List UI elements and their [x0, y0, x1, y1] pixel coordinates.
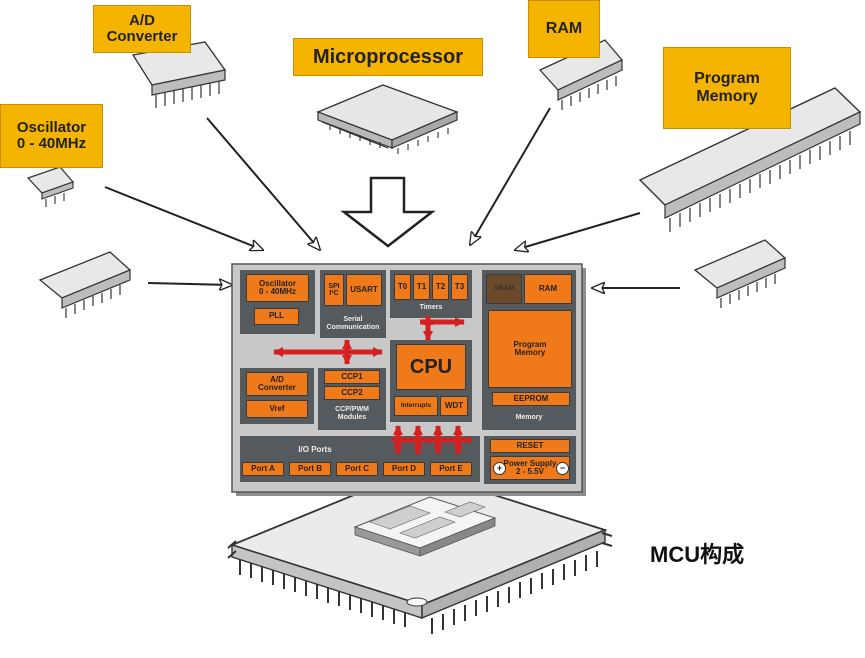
block-t1: T1: [413, 274, 430, 300]
left-dip-chip: [38, 251, 132, 318]
oscillator-chip: [26, 166, 75, 207]
label-ad-converter: A/D Converter: [93, 5, 191, 53]
block-pll: PLL: [254, 308, 299, 325]
block-eeprom: EEPROM: [492, 392, 570, 406]
bus-arrows: [273, 315, 472, 455]
block-reset: RESET: [490, 439, 570, 453]
block-port-c: Port C: [336, 462, 378, 476]
minus-icon: −: [556, 462, 569, 475]
caption-timers: Timers: [419, 304, 443, 311]
caption-ccp: CCP/PWM Modules: [335, 406, 369, 421]
label-ram: RAM: [528, 0, 600, 58]
block-vref: Vref: [246, 400, 308, 418]
block-port-d: Port D: [383, 462, 425, 476]
caption-io-ports: I/O Ports: [298, 445, 332, 454]
mcu-package-chip: [227, 469, 613, 634]
block-program-memory: Program Memory: [488, 310, 572, 388]
block-interrupts: Interrupts: [394, 396, 438, 416]
block-ad-converter: A/D Converter: [246, 372, 308, 396]
caption-serial: Serial Communication: [326, 316, 380, 331]
block-port-a: Port A: [242, 462, 284, 476]
block-sram: SRAM: [486, 274, 522, 304]
block-t3: T3: [451, 274, 468, 300]
block-ram: RAM: [524, 274, 572, 304]
power-supply-text: Power Supply 2 - 5.5V: [503, 458, 557, 476]
plus-icon: +: [493, 462, 506, 475]
block-t2: T2: [432, 274, 449, 300]
block-cpu: CPU: [396, 344, 466, 390]
right-dip-chip: [693, 239, 787, 308]
label-program-memory: Program Memory: [663, 47, 791, 129]
arrow-left-chip: [147, 283, 232, 285]
label-microprocessor: Microprocessor: [293, 38, 483, 76]
program-memory-chip: [638, 87, 862, 232]
block-ccp2: CCP2: [324, 386, 380, 400]
block-wdt: WDT: [440, 396, 468, 416]
arrow-program-memory: [515, 212, 641, 250]
caption-memory: Memory: [515, 414, 543, 421]
block-t0: T0: [394, 274, 411, 300]
arrows: [104, 107, 680, 288]
block-port-e: Port E: [430, 462, 472, 476]
big-down-arrow: [340, 176, 436, 248]
label-oscillator: Oscillator 0 - 40MHz: [0, 104, 103, 168]
mcu-caption: MCU构成: [650, 542, 745, 567]
microprocessor-chip: [316, 84, 459, 154]
arrow-ad: [206, 117, 320, 250]
block-ccp1: CCP1: [324, 370, 380, 384]
board-content: Oscillator 0 - 40MHz PLL SPI I²C USART S…: [232, 264, 582, 492]
arrow-ram: [470, 107, 551, 245]
block-usart: USART: [346, 274, 382, 306]
arrow-oscillator: [104, 186, 263, 250]
block-oscillator: Oscillator 0 - 40MHz: [246, 274, 309, 302]
block-port-b: Port B: [289, 462, 331, 476]
block-spi: SPI I²C: [324, 274, 344, 306]
